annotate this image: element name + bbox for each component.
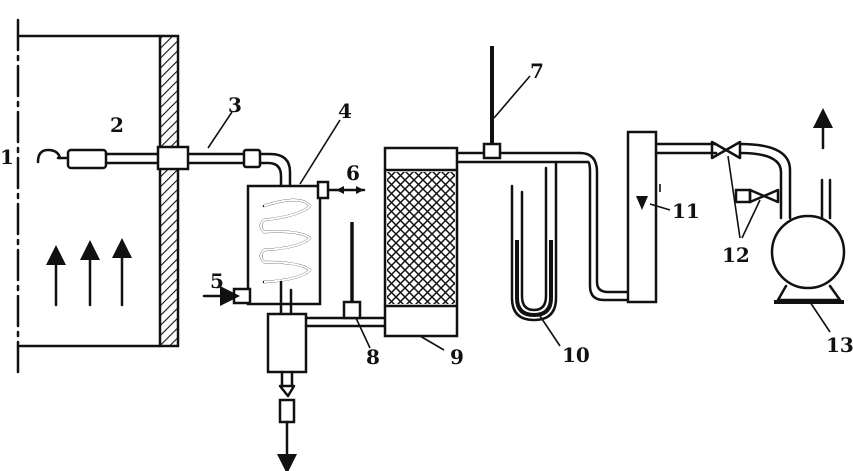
pump (738, 108, 846, 304)
arrow-6 (334, 186, 366, 194)
label-9: 9 (450, 345, 464, 369)
condensate-trap (266, 312, 308, 471)
gas-flow-arrows (46, 238, 132, 307)
thermometer-7 (482, 46, 502, 160)
label-7: 7 (530, 59, 544, 83)
leader-lines (207, 75, 831, 351)
outlet-pipe (455, 151, 630, 302)
label-3: 3 (228, 93, 242, 117)
rotameter (626, 130, 718, 304)
valves (710, 140, 780, 204)
sampling-probe (36, 145, 292, 188)
thermometer-8 (342, 222, 362, 320)
drying-column (383, 146, 459, 338)
label-6: 6 (346, 161, 360, 185)
wall-fitting (156, 145, 190, 171)
label-4: 4 (338, 99, 352, 123)
u-tube-manometer (510, 162, 558, 322)
label-10: 10 (562, 343, 590, 367)
label-8: 8 (366, 345, 380, 369)
label-2: 2 (110, 113, 124, 137)
condenser (232, 180, 338, 320)
label-13: 13 (826, 333, 853, 357)
label-12: 12 (722, 243, 750, 267)
label-1: 1 (0, 145, 14, 169)
label-5: 5 (210, 269, 224, 293)
flue-duct (16, 18, 180, 377)
label-11: 11 (672, 199, 700, 223)
